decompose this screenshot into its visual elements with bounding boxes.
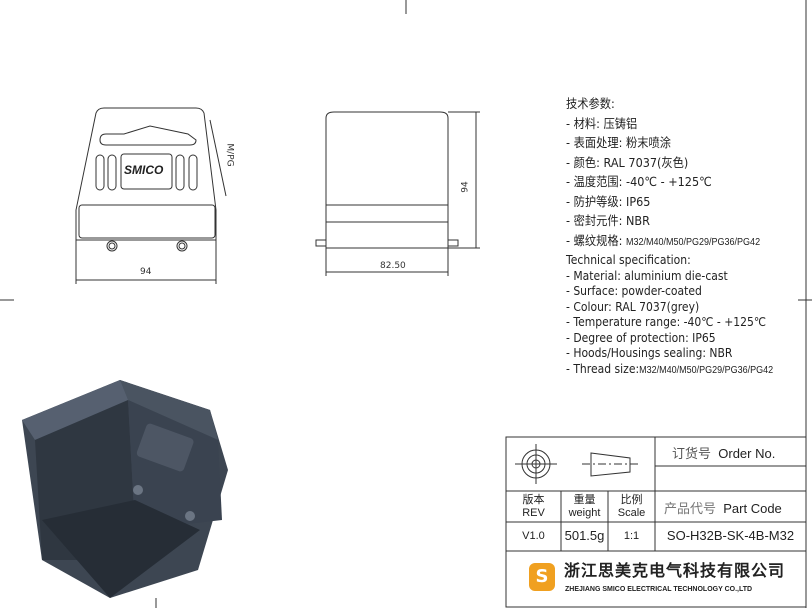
spec-cn: 技术参数: - 材料: 压铸铝 - 表面处理: 粉末喷涂 - 颜色: RAL 7…	[566, 94, 760, 252]
company-name-en: ZHEJIANG SMICO ELECTRICAL TECHNOLOGY CO.…	[565, 586, 753, 593]
spec-cn-item: - 材料: 压铸铝	[566, 115, 638, 131]
scale-value: 1:1	[623, 530, 640, 542]
spec-cn-title: 技术参数:	[566, 96, 615, 111]
spec-en-item: - Hoods/Housings sealing: NBR	[566, 346, 733, 360]
spec-en-item: - Temperature range: -40℃ - +125℃	[566, 315, 766, 329]
spec-cn-item: - 颜色: RAL 7037(灰色)	[566, 154, 689, 170]
product-3d-render	[22, 380, 228, 598]
spec-cn-item: - 防护等级: IP65	[566, 193, 651, 209]
spec-en-title: Technical specification:	[566, 253, 691, 267]
company-name-cn: 浙江思美克电气科技有限公司	[564, 561, 786, 580]
spec-en-item: - Surface: powder-coated	[566, 284, 702, 298]
spec-cn-item: - 温度范围: -40℃ - +125℃	[566, 174, 712, 189]
spec-en-item: - Degree of protection: IP65	[566, 330, 716, 345]
weight-value: 501.5g	[564, 528, 605, 543]
part-code-value: SO-H32B-SK-4B-M32	[666, 528, 795, 543]
order-no-label: 订货号 Order No.	[672, 446, 776, 461]
spec-cn-item: - 密封元件: NBR	[566, 213, 650, 228]
spec-cn-item: - 表面处理: 粉末喷涂	[566, 135, 672, 150]
side-width-dimension: 82.50	[380, 261, 406, 271]
spec-en-item: - Material: aluminium die-cast	[566, 268, 728, 283]
spec-en-item: - Thread size:M32/M40/M50/PG29/PG36/PG42	[566, 361, 774, 376]
front-view	[75, 107, 227, 284]
rev-value: V1.0	[522, 530, 545, 542]
thread-label: M/PG	[224, 143, 235, 167]
side-height-dimension: 94	[460, 181, 471, 193]
front-width-dimension: 94	[140, 267, 152, 277]
title-block-grid	[505, 436, 807, 608]
side-view	[315, 111, 480, 276]
spec-en: Technical specification: - Material: alu…	[566, 253, 773, 378]
company-logo-icon: S	[529, 563, 555, 591]
part-code-label: 产品代号 Part Code	[664, 501, 782, 516]
smico-logo-front: SMICO	[124, 163, 164, 177]
spec-en-item: - Colour: RAL 7037(grey)	[566, 299, 700, 314]
spec-cn-item: - 螺纹规格: M32/M40/M50/PG29/PG36/PG42	[566, 232, 761, 248]
